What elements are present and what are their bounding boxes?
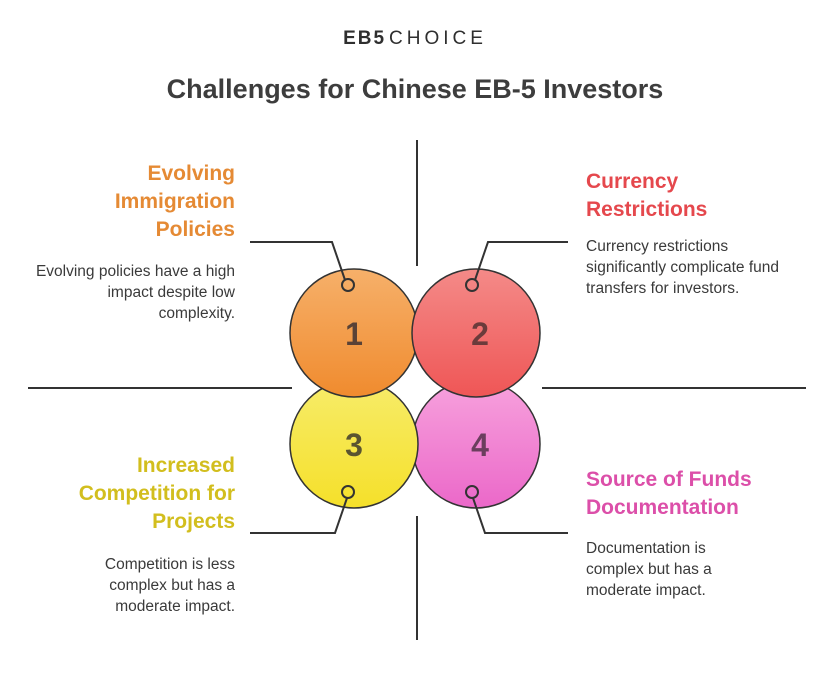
connector-dot-2 <box>465 278 479 292</box>
circle-number-1: 1 <box>345 316 363 352</box>
desc-increased-competition: Competition is less complex but has a mo… <box>104 556 235 615</box>
logo-sub: CHOICE <box>389 28 487 49</box>
desc-currency-restrictions: Currency restrictions significantly comp… <box>586 238 779 297</box>
connector-dot-4 <box>465 485 479 499</box>
connector-4 <box>472 497 568 534</box>
heading-source-of-funds: Source of Funds Documentation <box>586 468 752 519</box>
connector-1 <box>250 241 346 281</box>
connector-dot-1 <box>341 278 355 292</box>
desc-source-of-funds: Documentation is complex but has a moder… <box>586 540 712 599</box>
circle-number-2: 2 <box>471 316 489 352</box>
circle-number-4: 4 <box>471 427 489 463</box>
heading-currency-restrictions: Currency Restrictions <box>586 170 708 221</box>
circle-2 <box>411 268 541 398</box>
desc-evolving-immigration-policies: Evolving policies have a high impact des… <box>35 263 235 322</box>
logo-brand: EB5 <box>343 28 387 49</box>
connector-2 <box>474 241 568 281</box>
connector-3 <box>250 497 348 534</box>
page-title: Challenges for Chinese EB-5 Investors <box>166 74 664 104</box>
heading-evolving-immigration-policies: Evolving Immigration Policies <box>114 162 235 241</box>
circle-number-3: 3 <box>345 427 363 463</box>
connector-dot-3 <box>341 485 355 499</box>
heading-increased-competition: Increased Competition for Projects <box>78 454 235 533</box>
